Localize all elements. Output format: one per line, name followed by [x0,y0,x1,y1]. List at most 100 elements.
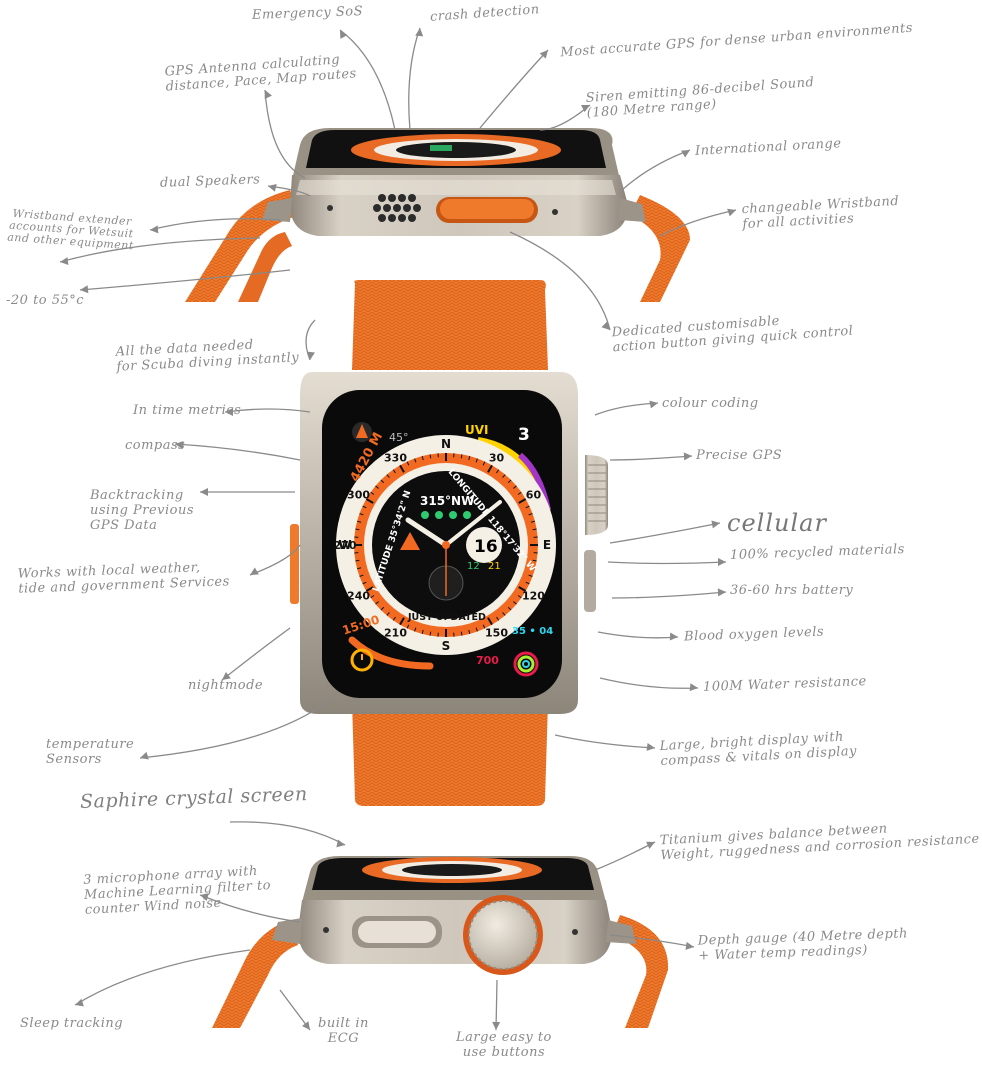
arrowhead [685,941,694,950]
annotation-arrow [74,949,251,1006]
bezel-tick [502,474,506,478]
annotation-precise-gps: Precise GPS [696,448,783,463]
annotation-arrow [79,269,291,291]
annotation-cellular: cellular [727,509,827,537]
arrowhead [669,632,678,641]
arrowhead [727,208,736,217]
arrowhead [539,50,548,59]
bezel-tick [513,485,517,489]
bezel-tick [355,559,360,562]
bezel-tick [357,520,362,523]
bezel-tick [380,606,385,611]
annotation-compass: compass [125,438,186,453]
annotation-arrow [609,455,693,461]
arrowhead [683,452,692,461]
arrowhead [200,488,208,496]
annotation-arrow [607,561,727,565]
bezel-tick [525,505,530,509]
bezel-tick [421,629,424,634]
bezel-tick [528,574,533,577]
annotation-battery: 36-60 hrs battery [730,583,854,598]
bezel-tick [507,479,512,484]
bezel-tick [487,464,493,473]
arrowhead [689,683,698,692]
arrowhead [264,90,272,99]
annotation-time-metrics: In time metrics [133,403,242,418]
bezel-tick [406,461,410,466]
bezel-tick [406,624,410,629]
arrowhead [717,588,726,597]
bezel-tick [468,629,471,634]
annotation-arrow [659,209,737,237]
annotation-arrow [621,149,691,191]
bezel-tick [513,601,517,605]
annotation-arrow [139,699,331,759]
bezel-tick [365,498,374,504]
bezel-tick [468,456,471,461]
bezel-tick [487,617,493,626]
arrowhead [225,408,233,416]
annotation-arrow [479,49,549,129]
arrowhead [711,520,720,529]
arrowhead [222,671,231,680]
arrowhead [681,150,690,158]
annotation-arrow [339,29,396,131]
annotation-arrow [554,734,656,749]
arrowhead [307,351,315,360]
arrowhead [302,1021,310,1030]
bezel-tick [517,491,522,495]
annotation-arrow [264,89,306,179]
bezel-tick [359,513,364,516]
speaker-holes [373,194,421,222]
arrowhead [581,105,590,113]
arrowhead [60,257,69,266]
bezel-tick [482,461,486,466]
annotation-arrow [149,218,281,231]
arrowhead [150,225,159,234]
annotation-arrow [509,231,611,331]
arrowhead [646,743,655,751]
arrowhead [336,839,345,848]
front-view [290,280,608,806]
bezel-tick [380,479,385,484]
arrowhead [415,28,424,37]
arrowhead [492,1021,501,1030]
arrowhead [200,893,209,901]
bezel-tick [532,528,537,531]
bezel-tick [429,631,432,636]
bezel-tick [375,485,379,489]
top-side-view [185,128,690,302]
annotation-arrow [59,237,261,263]
bezel-tick [496,469,500,474]
arrowhead [75,998,84,1007]
bezel-tick [482,624,486,629]
annotation-arrow [408,27,421,131]
bezel-tick [399,464,405,473]
bezel-tick [507,606,512,611]
bezel-tick [525,581,530,585]
bezel-tick [370,491,375,495]
annotation-nightmode: nightmode [188,678,264,693]
bezel-tick [475,458,478,463]
arrowhead [175,441,184,449]
arrowhead [646,841,655,850]
bezel-tick [392,469,396,474]
annotation-arrows [59,27,737,1031]
bezel-tick [460,454,463,459]
bezel-tick [362,505,367,509]
bezel-tick [460,631,463,636]
bezel-tick [518,586,527,592]
annotation-arrow [199,894,301,923]
arrowhead [140,751,149,760]
annotation-sleep-tracking: Sleep tracking [20,1016,124,1031]
bezel-tick [355,528,360,531]
bezel-tick [414,627,417,632]
annotation-temperature-sensors: temperature Sensors [46,737,135,767]
bezel-tick [359,574,364,577]
bezel-ticks [354,453,538,637]
annotation-arrow [224,408,311,413]
bezel-tick [496,616,500,621]
bezel-tick [365,586,374,592]
